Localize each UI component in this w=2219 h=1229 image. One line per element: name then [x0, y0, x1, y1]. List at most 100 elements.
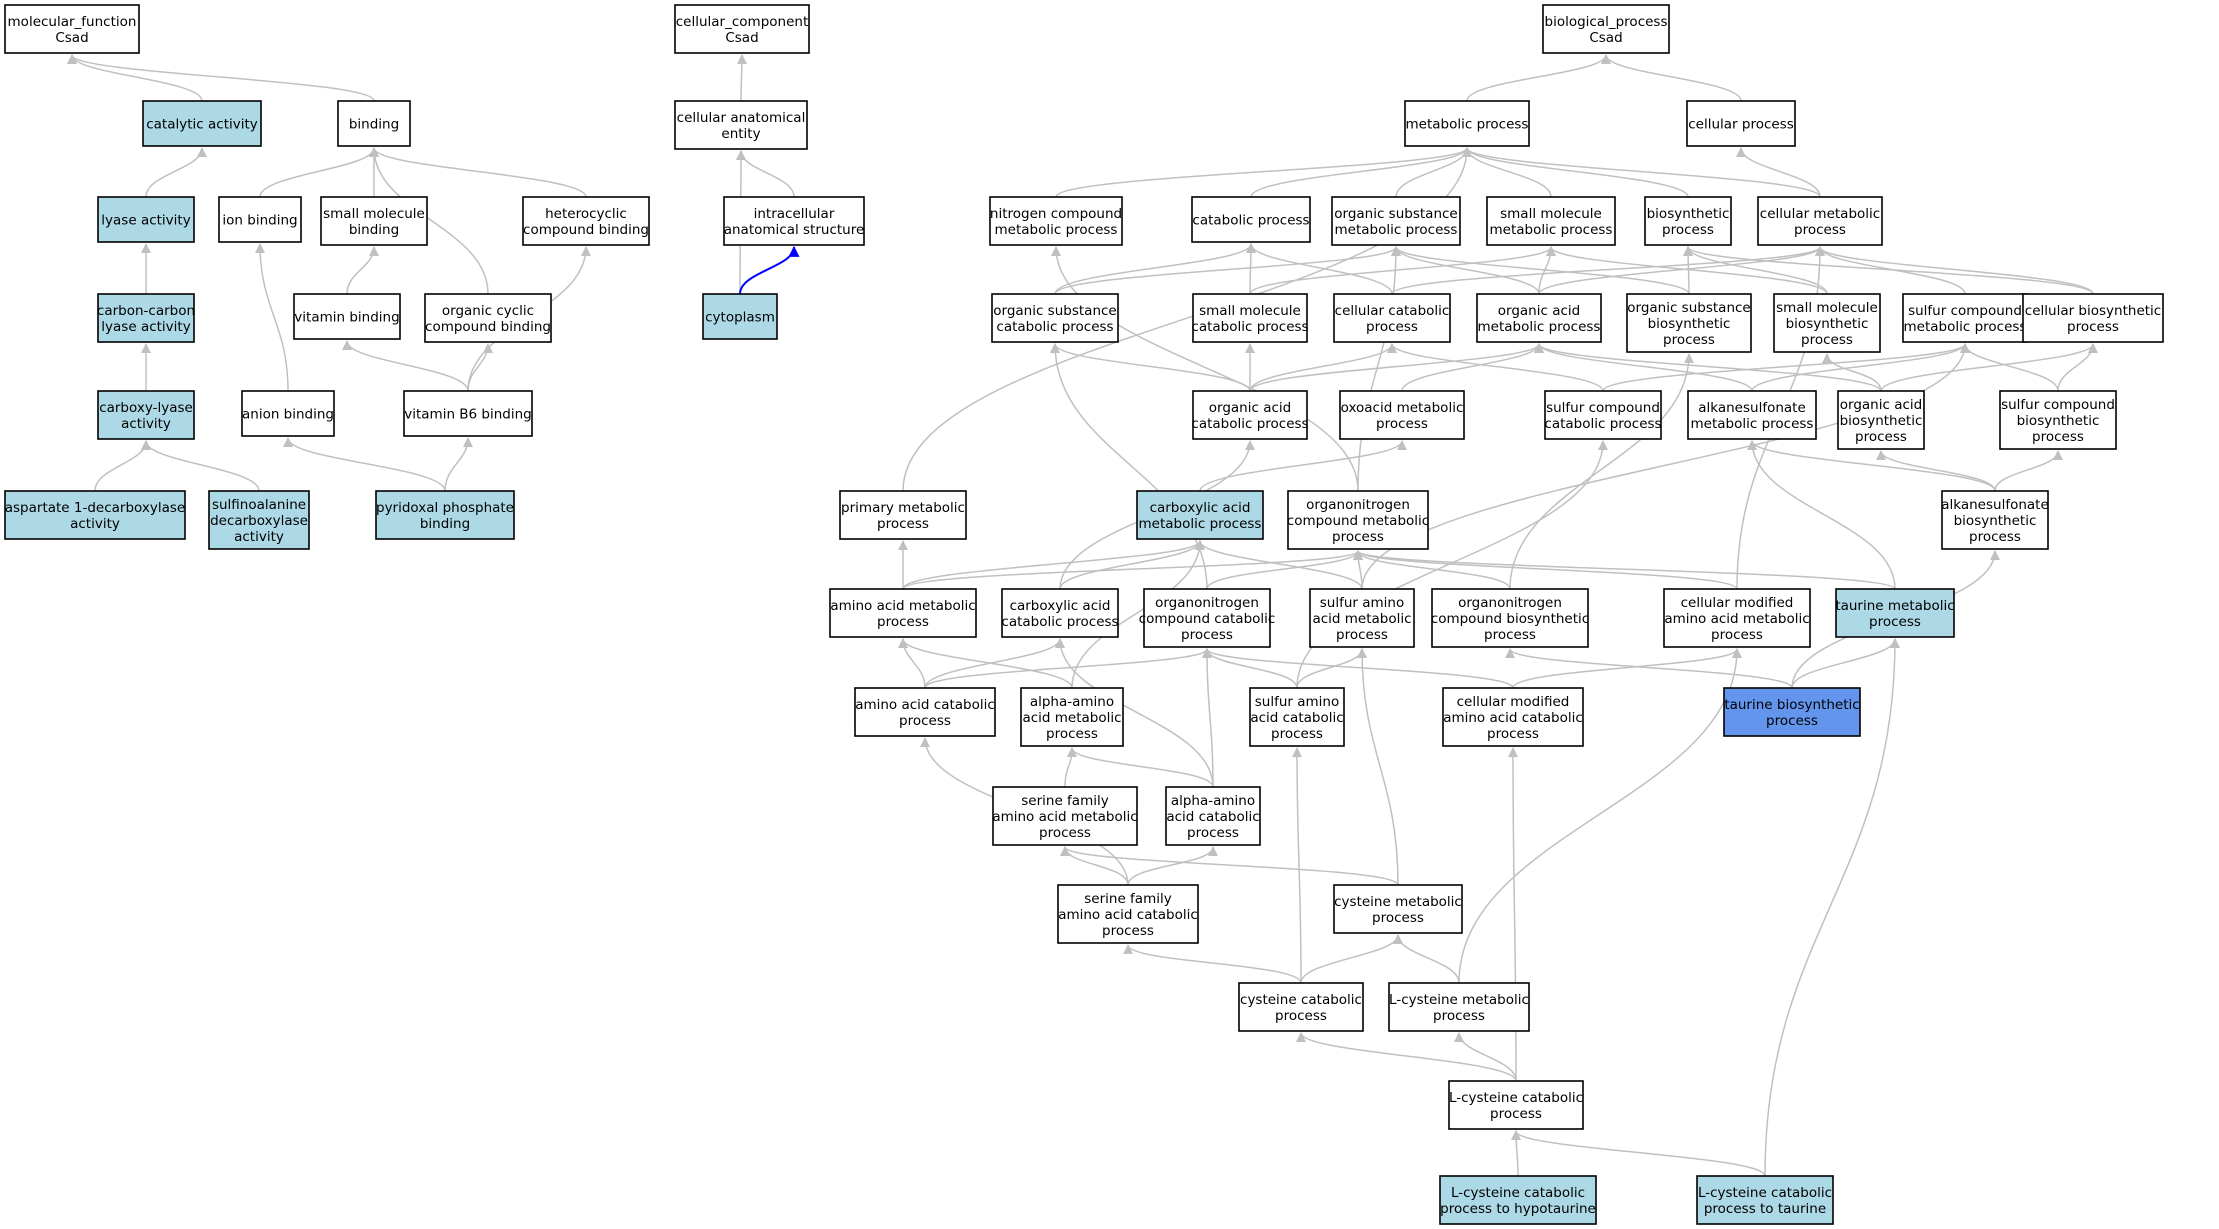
node-label-line: organic substance: [1334, 206, 1457, 222]
edge-cyscp-to-sfcp: [1123, 944, 1302, 984]
go-term-node-cat[interactable]: catalytic activity: [142, 100, 262, 147]
edge-alphacp-to-caxcp: [1055, 638, 1214, 788]
node-label-line: process: [1046, 726, 1098, 742]
go-term-node-vitb[interactable]: vitamin binding: [293, 293, 401, 340]
edge-scbp-to-cbp: [2057, 343, 2098, 392]
node-label-line: cysteine catabolic: [1240, 992, 1362, 1008]
node-label-line: sulfur amino: [1320, 595, 1404, 611]
node-label-line: small molecule: [1199, 303, 1301, 319]
edge-cyscp-to-saacp: [1292, 747, 1303, 984]
go-term-node-ionb[interactable]: ion binding: [218, 196, 302, 243]
node-label-line: entity: [721, 126, 760, 142]
node-label-line: process: [1663, 332, 1715, 348]
node-label-line: compound binding: [425, 319, 551, 335]
edge-oabp-to-smbp: [1822, 353, 1882, 392]
go-term-node-anb[interactable]: anion binding: [241, 390, 335, 437]
go-term-node-cyto[interactable]: cytoplasm: [702, 293, 778, 340]
edge-lcystau-to-lcyscp: [1511, 1130, 1766, 1177]
edge-cmaacp-to-cmaamp: [1512, 648, 1742, 689]
edge-asbp-to-oabp: [1876, 450, 1996, 492]
go-term-node-lyase[interactable]: lyase activity: [97, 196, 195, 243]
node-label-line: process: [1869, 614, 1921, 630]
go-term-node-mp[interactable]: metabolic process: [1404, 100, 1530, 147]
edge-sfcp-to-sfmp: [1060, 846, 1129, 886]
go-term-node-catp[interactable]: catabolic process: [1191, 196, 1311, 243]
node-box: [839, 490, 967, 540]
go-term-node-cp[interactable]: cellular process: [1686, 100, 1796, 147]
node-label-line: organic acid: [1209, 400, 1291, 416]
edge-bsp-to-mp: [1462, 147, 1689, 198]
edge-cae-to-cc: [736, 54, 747, 102]
node-label-line: organic substance: [1627, 300, 1750, 316]
node-label-line: process: [1487, 726, 1539, 742]
node-box: [1773, 293, 1881, 353]
go-term-node-bind[interactable]: binding: [337, 100, 411, 147]
edge-saamp-to-caxmp: [1195, 540, 1363, 590]
edge-lcyshypo-to-lcyscp: [1511, 1130, 1522, 1177]
go-term-node-vb6[interactable]: vitamin B6 binding: [403, 390, 533, 437]
edge-lyase-to-cat: [145, 147, 207, 198]
edge-occb-to-bind: [369, 147, 489, 295]
node-label-line: cellular catabolic: [1335, 303, 1450, 319]
node-box: [320, 196, 428, 246]
node-label-line: process: [877, 614, 929, 630]
